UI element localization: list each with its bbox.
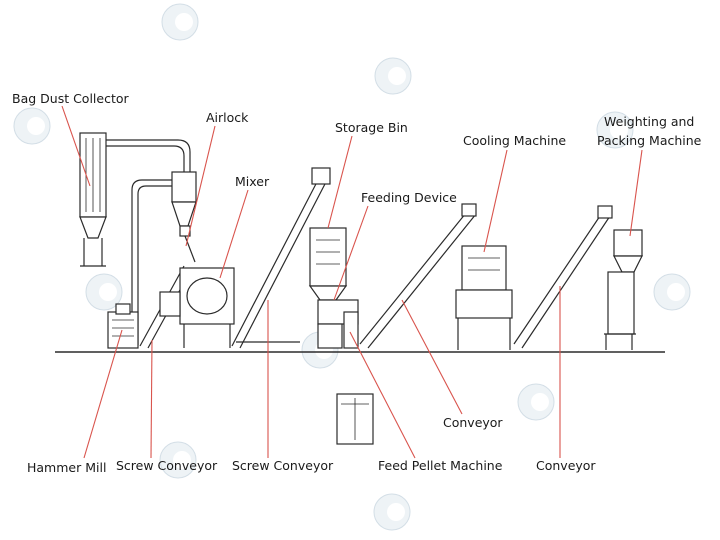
watermark-logo-icon xyxy=(374,57,412,95)
watermark-logo-icon xyxy=(13,107,51,145)
watermark-logo-icon xyxy=(373,493,411,531)
watermark-logo-icon xyxy=(517,383,555,421)
label-screw-conveyor-1: Screw Conveyor xyxy=(116,458,218,473)
feed-pellet-machine-drawing xyxy=(317,299,359,349)
leader-lines xyxy=(61,105,643,459)
labels: Bag Dust Collector Airlock Storage Bin C… xyxy=(12,91,702,475)
cyclone-airlock-drawing xyxy=(131,171,197,345)
label-screw-conveyor-2: Screw Conveyor xyxy=(232,458,334,473)
label-airlock: Airlock xyxy=(206,110,249,125)
packing-machine-drawing xyxy=(604,229,643,350)
label-feeding-device: Feeding Device xyxy=(361,190,457,205)
label-weighting-line1: Weighting and xyxy=(604,114,694,129)
label-weighting-line2: Packing Machine xyxy=(597,133,702,148)
bag-dust-collector-drawing xyxy=(79,132,191,267)
storage-bin-drawing xyxy=(308,227,348,301)
watermark-logo-icon xyxy=(85,273,123,311)
watermark-logo-icon xyxy=(653,273,691,311)
control-cabinet-drawing xyxy=(336,393,374,445)
conveyor-mid-drawing xyxy=(359,203,477,349)
mixer-drawing xyxy=(159,267,235,348)
cooling-machine-drawing xyxy=(455,245,513,350)
label-conveyor-right: Conveyor xyxy=(536,458,596,473)
label-hammer-mill: Hammer Mill xyxy=(27,460,106,475)
watermark-logo-icon xyxy=(161,3,199,41)
watermark-logo-icon xyxy=(596,111,634,149)
label-conveyor-mid: Conveyor xyxy=(443,415,503,430)
label-feed-pellet-machine: Feed Pellet Machine xyxy=(378,458,503,473)
watermark-logos xyxy=(13,3,691,531)
watermark-logo-icon xyxy=(159,441,197,479)
conveyor-right-drawing xyxy=(513,205,613,349)
label-mixer: Mixer xyxy=(235,174,270,189)
label-bag-dust-collector: Bag Dust Collector xyxy=(12,91,130,106)
label-storage-bin: Storage Bin xyxy=(335,120,408,135)
hammer-mill-drawing xyxy=(107,303,139,349)
label-cooling-machine: Cooling Machine xyxy=(463,133,566,148)
